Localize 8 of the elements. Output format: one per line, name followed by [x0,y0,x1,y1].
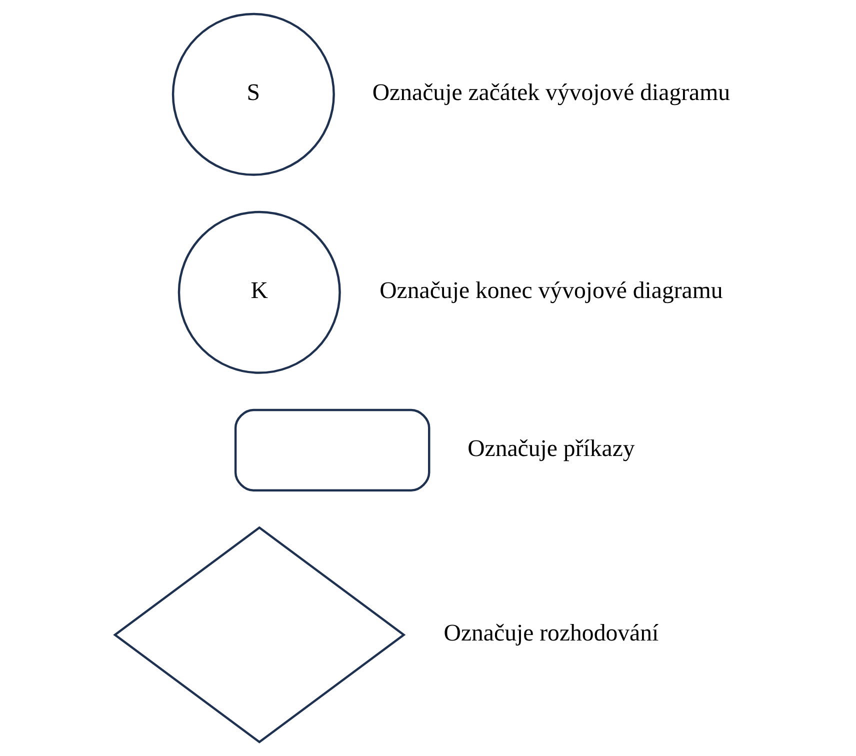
node-circle: K [178,210,341,374]
node-label: Označuje rozhodování [444,620,659,646]
node-label: Označuje začátek vývojové diagramu [372,80,730,106]
node-label: Označuje příkazy [468,436,635,462]
node-diamond [113,526,406,744]
node-box [234,408,430,492]
node-label: Označuje konec vývojové diagramu [380,278,723,304]
node-circle: S [172,12,335,176]
